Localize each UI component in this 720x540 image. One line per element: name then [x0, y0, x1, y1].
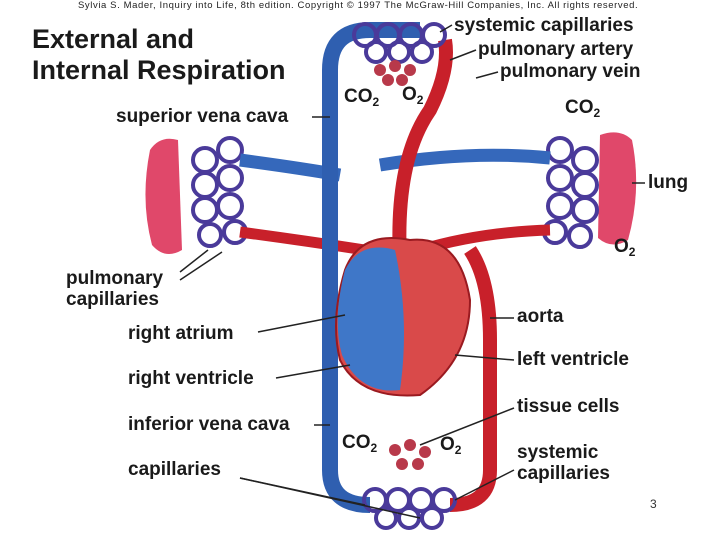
gas-o2-top: O2: [402, 84, 424, 107]
heart-right-side: [337, 247, 404, 391]
left-pulmonary-capillaries: [191, 136, 248, 248]
label-lung: lung: [648, 172, 689, 193]
bottom-tissue-cells: [389, 439, 431, 470]
top-tissue-cells: [374, 60, 416, 86]
gas-co2-top: CO2: [344, 86, 380, 109]
title-line-2: Internal Respiration: [32, 55, 286, 85]
title-line-1: External and: [32, 24, 195, 54]
right-lung: [598, 132, 637, 245]
gas-co2-right: CO2: [565, 97, 601, 120]
label-pulmonary-vein: pulmonary vein: [500, 61, 641, 82]
label-right-ventricle: right ventricle: [128, 368, 254, 389]
aorta-loop: [464, 246, 497, 470]
label-pulmonary-capillaries-line1: pulmonary: [66, 268, 164, 289]
gas-co2-bottom: CO2: [342, 432, 378, 455]
vena-cava-loop: [322, 22, 420, 470]
page-number: 3: [650, 497, 657, 511]
label-left-ventricle: left ventricle: [517, 349, 629, 370]
label-systemic-capillaries-bottom-line2: capillaries: [517, 463, 610, 484]
label-superior-vena-cava: superior vena cava: [116, 106, 289, 127]
label-pulmonary-capillaries-line2: capillaries: [66, 289, 159, 310]
label-systemic-capillaries-bottom-line1: systemic: [517, 442, 599, 463]
leader-lines: [179, 24, 645, 519]
bottom-artery: [449, 469, 497, 512]
label-aorta: aorta: [517, 306, 564, 327]
page-title: External and Internal Respiration: [32, 24, 286, 86]
copyright-notice: Sylvia S. Mader, Inquiry into Life, 8th …: [78, 0, 639, 11]
aortic-arch: [392, 38, 453, 261]
top-systemic-capillaries: [352, 22, 447, 64]
gas-o2-right: O2: [614, 236, 636, 259]
label-capillaries: capillaries: [128, 459, 221, 480]
left-pulmonary-vein: [239, 226, 366, 256]
label-inferior-vena-cava: inferior vena cava: [128, 414, 290, 435]
label-pulmonary-artery: pulmonary artery: [478, 39, 634, 60]
label-tissue-cells: tissue cells: [517, 396, 620, 417]
label-systemic-capillaries-top: systemic capillaries: [454, 15, 634, 36]
label-right-atrium: right atrium: [128, 323, 234, 344]
left-lung: [145, 138, 182, 254]
gas-o2-bottom: O2: [440, 434, 462, 457]
right-pulmonary-capillaries: [542, 136, 599, 249]
